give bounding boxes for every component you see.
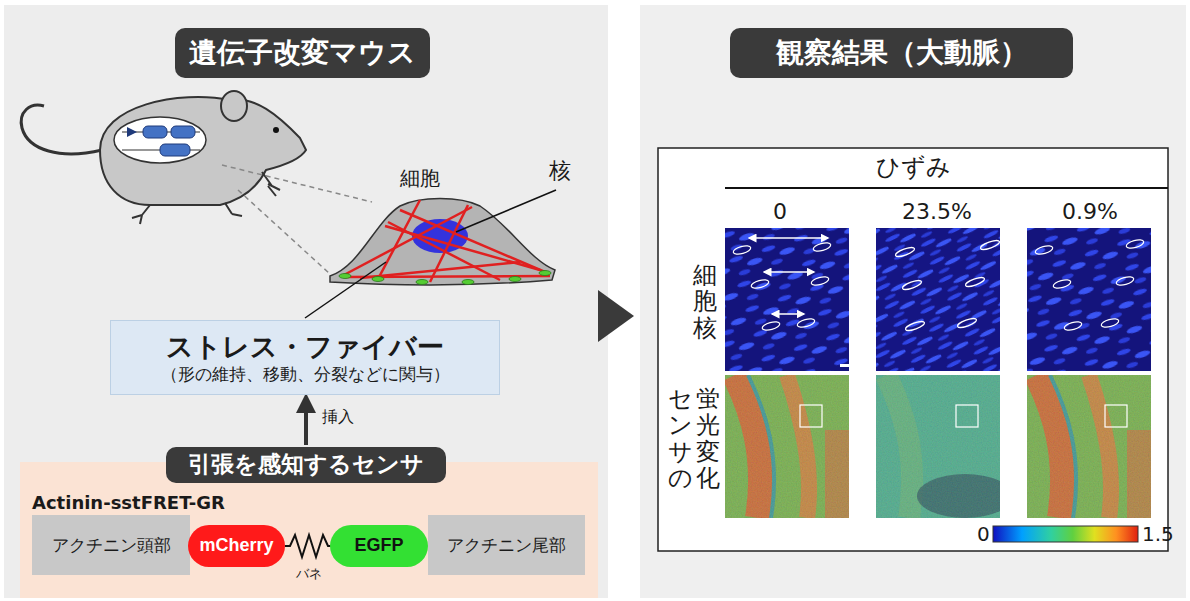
colorbar-max: 1.5 [1142, 522, 1174, 546]
stress-fiber-box: ストレス・ファイバー（形の維持、移動、分裂などに関与） [110, 320, 500, 395]
node-title: 観察結果（大動脈） [776, 36, 1028, 70]
node-title: ひずみ [876, 153, 951, 182]
title-pill: 遺伝子改変マウス [175, 28, 430, 78]
nucleus-label: 核 [549, 158, 571, 184]
mouse-hind-paw [132, 203, 242, 224]
node-title: 遺伝子改変マウス [189, 36, 416, 70]
mouse-eye [273, 127, 279, 133]
node-title: アクチニン尾部 [447, 535, 566, 555]
node-title: アクチニン頭部 [52, 535, 171, 555]
spring-symbol [285, 535, 332, 557]
node-title: ストレス・ファイバー [166, 331, 444, 363]
header-rule [725, 187, 1168, 189]
left-panel [4, 5, 608, 598]
strain-value: 0 [773, 199, 787, 225]
result-frame-ground [658, 148, 1168, 551]
gene-box [143, 126, 167, 138]
node-subtitle: （形の維持、移動、分裂などに関与） [161, 364, 450, 384]
actinin-head-box: アクチニン頭部 [32, 515, 190, 575]
mouse-ear [221, 91, 247, 121]
nucleus-image [876, 228, 1000, 371]
mcherry-box: mCherry [188, 525, 285, 567]
actinin-tail-box: アクチニン尾部 [428, 515, 585, 575]
node-title: 引張を感知するセンサ [188, 451, 424, 479]
spring-label: バネ [296, 566, 322, 582]
zoom-line [238, 190, 330, 274]
cell-illustration [330, 199, 555, 285]
cell-label: 細胞 [400, 166, 440, 190]
scale-bar [840, 364, 854, 367]
right-panel [640, 5, 1186, 598]
promoter-arrow [127, 127, 137, 137]
roi-square [800, 405, 1127, 427]
gene-box [171, 126, 195, 138]
strain-value: 0.9% [1062, 199, 1118, 225]
mouse-front-paw [262, 172, 280, 196]
mouse-tail [21, 105, 102, 154]
fret-image [1027, 375, 1151, 518]
edge-label: 挿入 [320, 407, 356, 428]
cell-body [330, 199, 555, 285]
gene-oval [114, 117, 206, 163]
distance-arrows [749, 238, 828, 314]
node-title: Actinin-sstFRET-GR [32, 492, 225, 514]
leader-line [305, 262, 386, 318]
nucleus-image [725, 228, 849, 371]
sensor-pill: 引張を感知するセンサ [166, 447, 446, 483]
egfp-box: EGFP [330, 525, 428, 567]
colorbar-min: 0 [977, 522, 990, 546]
gene-box [160, 144, 190, 156]
mouse-illustration [21, 91, 306, 224]
nucleus-image [1027, 228, 1151, 371]
tracked-nuclei [732, 238, 1144, 332]
node-title: mCherry [199, 535, 273, 557]
strain-value: 23.5% [902, 199, 972, 225]
title-pill: 観察結果（大動脈） [730, 28, 1073, 78]
color-bar [993, 526, 1138, 542]
fret-image [725, 375, 849, 518]
fret-image [876, 375, 1000, 518]
row-label: センサの [668, 386, 692, 492]
row-label: 細胞核 [693, 262, 717, 341]
flow-triangle [598, 290, 634, 342]
insert-arrow [304, 397, 308, 445]
stress-fibers [342, 200, 550, 282]
row-label: 蛍光変化 [696, 386, 720, 492]
leader-line [456, 190, 556, 232]
node-title: EGFP [354, 535, 403, 557]
mouse-body [100, 97, 306, 205]
